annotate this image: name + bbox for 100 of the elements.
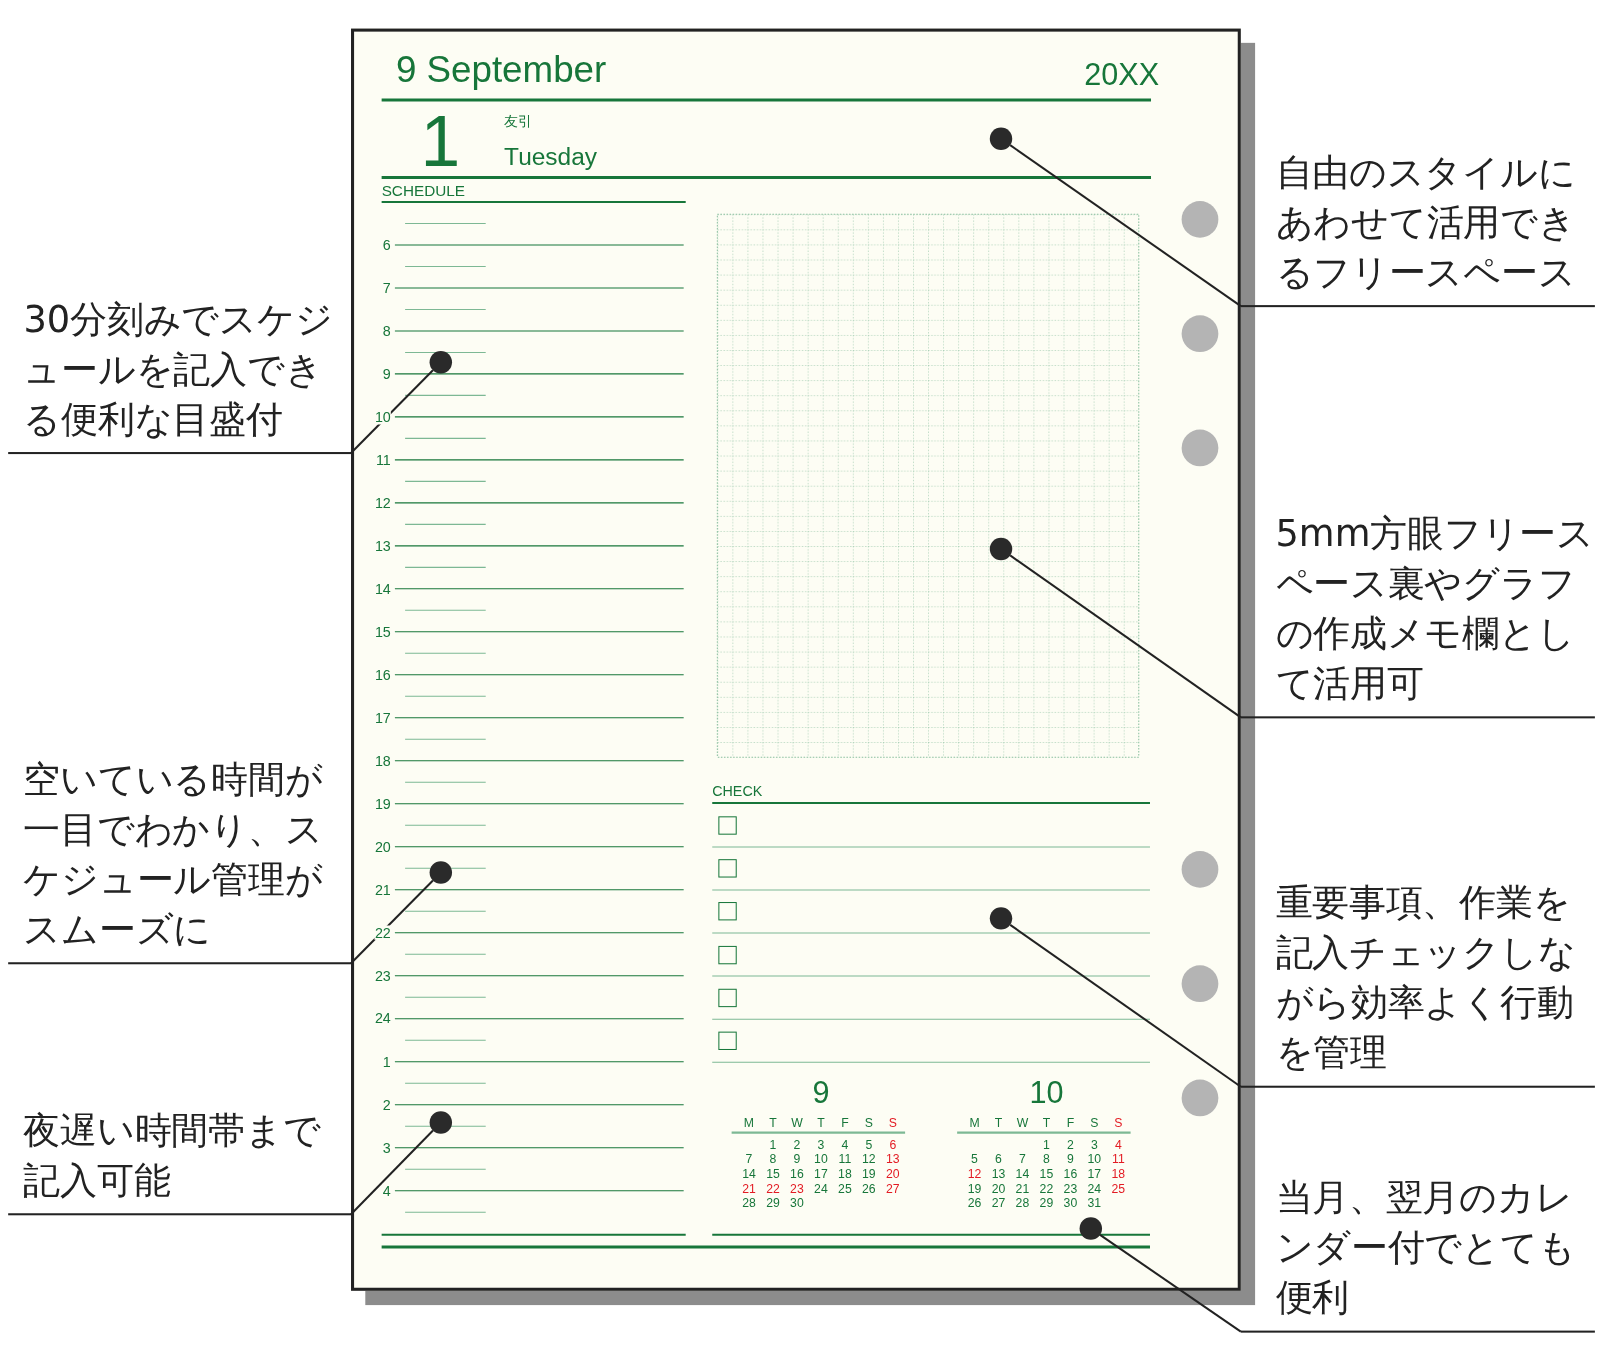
callout-text: 重要事項、作業を記入チェックしながら効率よく行動を管理 — [1240, 877, 1595, 1088]
hour-label: 16 — [374, 667, 391, 682]
leader-line — [1009, 923, 1242, 1088]
weekday-header: T — [769, 1116, 777, 1129]
hour-label: 14 — [374, 581, 391, 596]
calendar-date: 27 — [886, 1182, 900, 1195]
leader-line — [350, 369, 434, 454]
calendar-date: 3 — [1090, 1138, 1098, 1151]
weekday-header: F — [1066, 1116, 1075, 1129]
calendar-date: 9 — [1067, 1153, 1074, 1166]
calendar-date: 24 — [1087, 1182, 1102, 1195]
weekday-header: W — [1016, 1116, 1029, 1129]
weekday-header: S — [864, 1116, 873, 1129]
calendar-date: 20 — [991, 1182, 1006, 1195]
day-number: 1 — [420, 106, 461, 178]
calendar-date: 1 — [769, 1138, 777, 1151]
calendar-date: 10 — [814, 1153, 828, 1166]
calendar-date: 29 — [766, 1196, 780, 1209]
calendar-date: 8 — [769, 1153, 777, 1166]
hour-label: 7 — [382, 280, 391, 295]
weekday-label: Tuesday — [504, 144, 598, 170]
calendar-date: 5 — [865, 1138, 873, 1151]
calendar-date: 19 — [862, 1167, 876, 1180]
calendar-date: 23 — [790, 1182, 804, 1195]
calendar-date: 17 — [1087, 1167, 1102, 1180]
calendar-date: 7 — [1019, 1153, 1026, 1166]
calendar-date: 28 — [742, 1196, 756, 1209]
calendar-date: 18 — [838, 1167, 852, 1180]
callout-text: 30分刻みでスケジュールを記入できる便利な目盛付 — [8, 293, 351, 455]
calendar-date: 14 — [1015, 1167, 1030, 1180]
hour-label: 13 — [374, 538, 391, 553]
weekday-header: S — [1090, 1116, 1099, 1129]
weekday-header: M — [969, 1116, 980, 1129]
callout-text: 夜遅い時間帯まで記入可能 — [8, 1105, 351, 1216]
hour-label: 4 — [382, 1183, 391, 1198]
hour-label: 20 — [374, 839, 391, 854]
calendar-date: 12 — [967, 1167, 982, 1180]
calendar-date: 5 — [971, 1153, 978, 1166]
calendar-date: 22 — [766, 1182, 780, 1195]
section-heading: CHECK — [712, 783, 763, 798]
calendar-date: 18 — [1111, 1167, 1126, 1180]
hour-label: 3 — [382, 1140, 391, 1155]
weekday-header: S — [888, 1116, 897, 1129]
calendar-date: 15 — [766, 1167, 780, 1180]
calendar-date: 13 — [991, 1167, 1006, 1180]
rokuyo-label: 友引 — [504, 113, 533, 128]
calendar-date: 29 — [1039, 1196, 1054, 1209]
calendar-date: 1 — [1043, 1138, 1050, 1151]
calendar-date: 12 — [862, 1153, 876, 1166]
calendar-date: 21 — [742, 1182, 756, 1195]
weekday-header: M — [743, 1116, 755, 1129]
section-heading: SCHEDULE — [381, 182, 465, 198]
calendar-date: 14 — [742, 1167, 756, 1180]
calendar-date: 22 — [1039, 1182, 1054, 1195]
calendar-date: 6 — [995, 1153, 1002, 1166]
hour-label: 23 — [374, 968, 391, 983]
calendar-date: 3 — [817, 1138, 825, 1151]
calendar-date: 25 — [838, 1182, 852, 1195]
calendar-date: 26 — [862, 1182, 876, 1195]
weekday-header: T — [994, 1116, 1003, 1129]
hour-label: 8 — [382, 323, 391, 338]
callout-text: 当月、翌月のカレンダー付でとても便利 — [1240, 1172, 1595, 1333]
calendar-date: 17 — [814, 1167, 828, 1180]
weekday-header: T — [1042, 1116, 1051, 1129]
callout-text: 空いている時間が一目でわかり、スケジュール管理がスムーズに — [8, 754, 351, 965]
leader-line — [1099, 1234, 1242, 1333]
calendar-date: 20 — [886, 1167, 900, 1180]
callout-text: 5mm方眼フリースペース裏やグラフの作成メモ欄として活用可 — [1240, 508, 1595, 719]
calendar-date: 30 — [1063, 1196, 1078, 1209]
weekday-header: F — [841, 1116, 849, 1129]
hour-label: 2 — [382, 1097, 391, 1112]
hour-label: 19 — [374, 796, 391, 811]
hour-label: 24 — [374, 1011, 391, 1026]
calendar-date: 23 — [1063, 1182, 1078, 1195]
weekday-header: T — [817, 1116, 825, 1129]
weekday-header: W — [791, 1116, 803, 1129]
calendar-date: 2 — [793, 1138, 801, 1151]
hour-label: 6 — [382, 237, 391, 253]
calendar-date: 11 — [838, 1153, 852, 1166]
calendar-date: 8 — [1043, 1153, 1050, 1166]
calendar-date: 25 — [1111, 1182, 1126, 1195]
leader-line — [350, 879, 434, 964]
calendar-date: 27 — [991, 1196, 1006, 1209]
calendar-date: 9 — [793, 1153, 801, 1166]
calendar-date: 4 — [841, 1138, 849, 1151]
calendar-date: 30 — [790, 1196, 804, 1209]
calendar-date: 11 — [1112, 1153, 1125, 1166]
hour-label: 12 — [374, 495, 391, 510]
calendar-date: 4 — [1114, 1138, 1122, 1151]
calendar-date: 26 — [967, 1196, 982, 1209]
calendar-date: 16 — [1063, 1167, 1078, 1180]
leader-line — [350, 1129, 434, 1215]
date-heading: 9 September — [395, 51, 607, 88]
leader-line — [1009, 554, 1242, 719]
calendar-date: 13 — [886, 1153, 900, 1166]
hour-label: 9 — [382, 366, 391, 381]
weekday-header: S — [1114, 1116, 1123, 1129]
hour-label: 15 — [374, 624, 391, 639]
month-number: 9 — [812, 1077, 830, 1109]
calendar-date: 6 — [889, 1138, 897, 1151]
